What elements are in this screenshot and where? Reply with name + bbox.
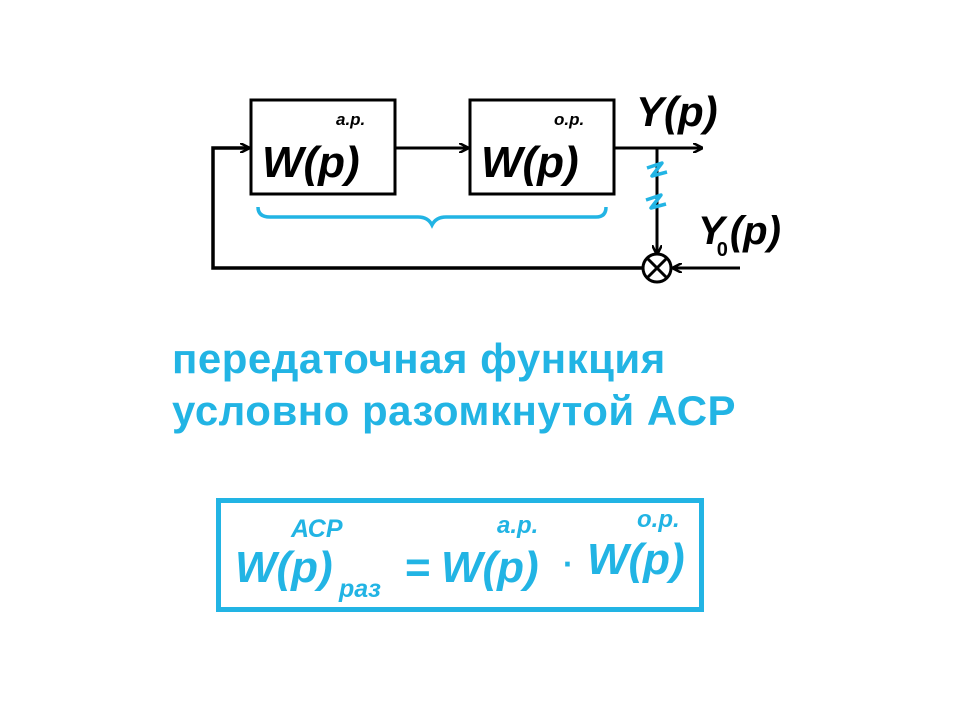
block-diagram: а.р. W(p) о.р. W(p) Y(p) Y0(p) [211, 88, 781, 284]
formula-lhs-sub: раз [338, 575, 381, 603]
caption-line-1: передаточная функция [172, 335, 666, 382]
caption: передаточная функция условно разомкнутой… [172, 333, 872, 437]
formula-term1-function: W(p) [441, 543, 539, 592]
regulator-block [249, 98, 397, 196]
formula-dot: · [563, 546, 574, 582]
formula: АСР W(p) раз = а.р. W(p) · о.р. W(p) [235, 506, 685, 603]
comparator-element [641, 252, 673, 284]
formula-lhs-function: W(p) [235, 543, 333, 592]
setpoint-label: Y0(p) [698, 209, 781, 261]
caption-line-2: условно разомкнутой АСР [172, 387, 737, 434]
loop-break-mark-lower [645, 193, 667, 210]
formula-term1-sup: а.р. [497, 512, 538, 539]
plant-block-sup: о.р. [554, 110, 584, 129]
feedback-return-line [211, 148, 643, 270]
formula-box: АСР W(p) раз = а.р. W(p) · о.р. W(p) [216, 498, 704, 612]
loop-break-mark-upper [646, 161, 668, 178]
formula-term2-function: W(p) [587, 535, 685, 584]
open-loop-brace [256, 206, 608, 229]
regulator-block-sup: а.р. [336, 110, 365, 129]
plant-block-function: W(p) [481, 138, 579, 187]
formula-term2-sup: о.р. [637, 506, 680, 533]
regulator-block-function: W(p) [262, 138, 360, 187]
output-label: Y(p) [636, 88, 718, 135]
formula-lhs-sup: АСР [290, 515, 343, 543]
formula-equals: = [405, 543, 431, 592]
